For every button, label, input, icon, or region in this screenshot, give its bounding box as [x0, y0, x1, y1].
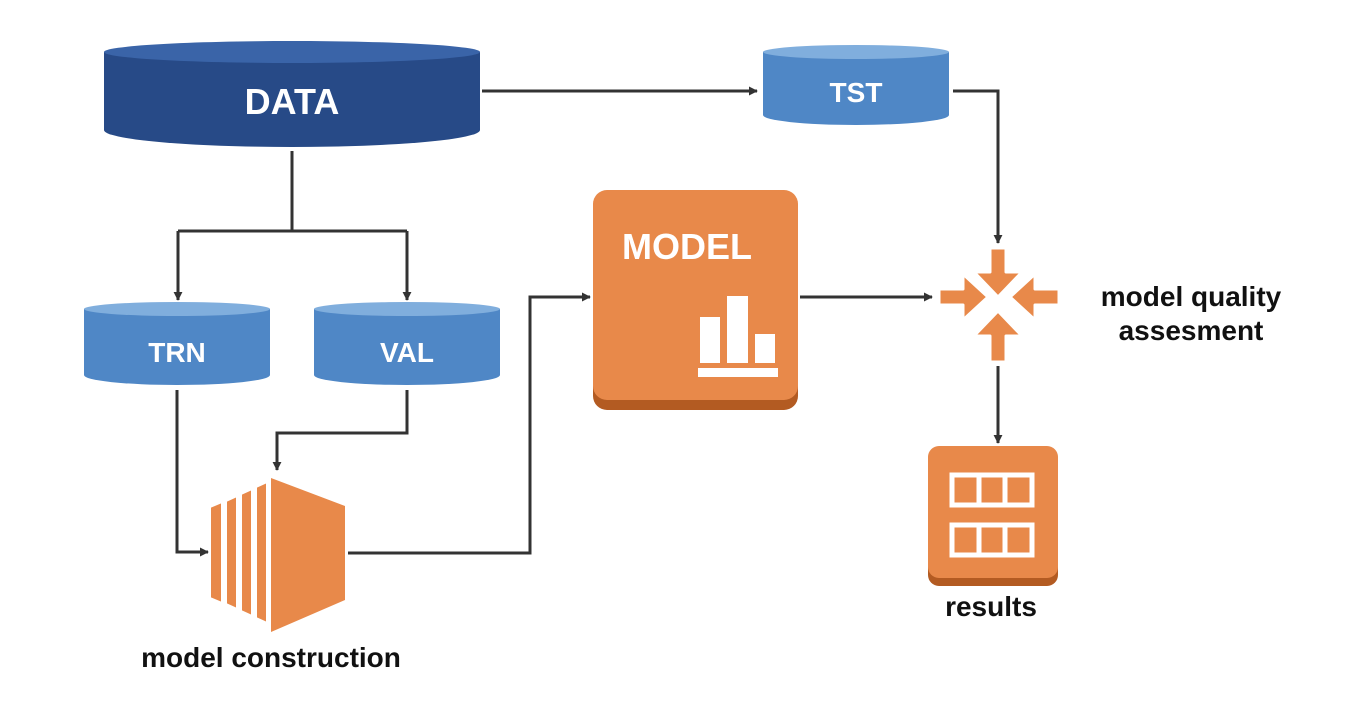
results-label: results — [945, 591, 1037, 622]
stack-layer-4 — [255, 480, 268, 625]
arrow-tst-to-quality — [953, 89, 1003, 244]
quality-label-line1: model quality — [1101, 281, 1282, 312]
quality-label-line2: assesment — [1119, 315, 1264, 346]
database-icon — [84, 302, 270, 385]
quality-assessment: model quality assesment — [937, 246, 1282, 364]
database-icon — [314, 302, 500, 385]
data-label: DATA — [245, 81, 340, 122]
converge-arrow-left — [937, 272, 990, 322]
data-database: DATA — [104, 41, 480, 147]
database-icon — [763, 45, 949, 125]
arrow-val-to-construction — [272, 390, 409, 471]
database-icon — [104, 41, 480, 147]
stack-layer-2 — [225, 494, 238, 611]
arrow-trn-to-construction — [175, 390, 209, 557]
trn-database: TRN — [84, 302, 270, 385]
stack-layer-front — [271, 478, 345, 632]
results-box-face — [928, 446, 1058, 578]
val-label: VAL — [380, 337, 434, 368]
server-stack-icon — [209, 478, 345, 632]
grid-table-icon — [949, 472, 1035, 558]
stack-layer-1 — [209, 500, 223, 605]
tst-label: TST — [830, 77, 883, 108]
arrow-construction-to-model — [348, 292, 591, 555]
stack-layer-3 — [240, 487, 253, 618]
trn-label: TRN — [148, 337, 206, 368]
model-label: MODEL — [622, 226, 752, 267]
bar-chart-icon — [698, 296, 778, 377]
results-box: results — [928, 446, 1058, 622]
converge-arrows-icon — [937, 246, 1061, 364]
val-database: VAL — [314, 302, 500, 385]
connectors — [173, 86, 1003, 557]
converge-arrow-bottom — [972, 309, 1024, 364]
converge-arrow-right — [1008, 272, 1061, 322]
converge-arrow-top — [972, 246, 1024, 299]
model-box: MODEL — [593, 190, 798, 410]
construction-stack: model construction — [141, 478, 401, 673]
tst-database: TST — [763, 45, 949, 125]
construction-label: model construction — [141, 642, 401, 673]
